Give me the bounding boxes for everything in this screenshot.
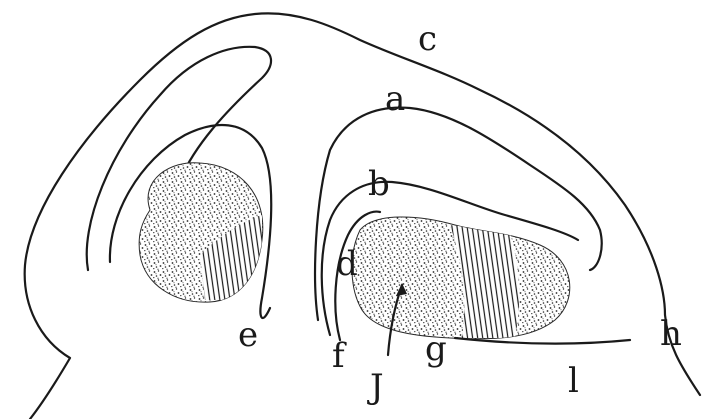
label-d: d xyxy=(336,244,358,284)
label-f: f xyxy=(332,336,347,376)
label-b: b xyxy=(368,164,390,204)
label-e: e xyxy=(238,315,258,355)
label-g: g xyxy=(425,329,447,369)
label-j: J xyxy=(367,367,384,407)
label-l: l xyxy=(568,361,579,401)
label-h: h xyxy=(660,314,682,354)
label-c: c xyxy=(418,19,437,59)
label-a: a xyxy=(385,79,405,119)
